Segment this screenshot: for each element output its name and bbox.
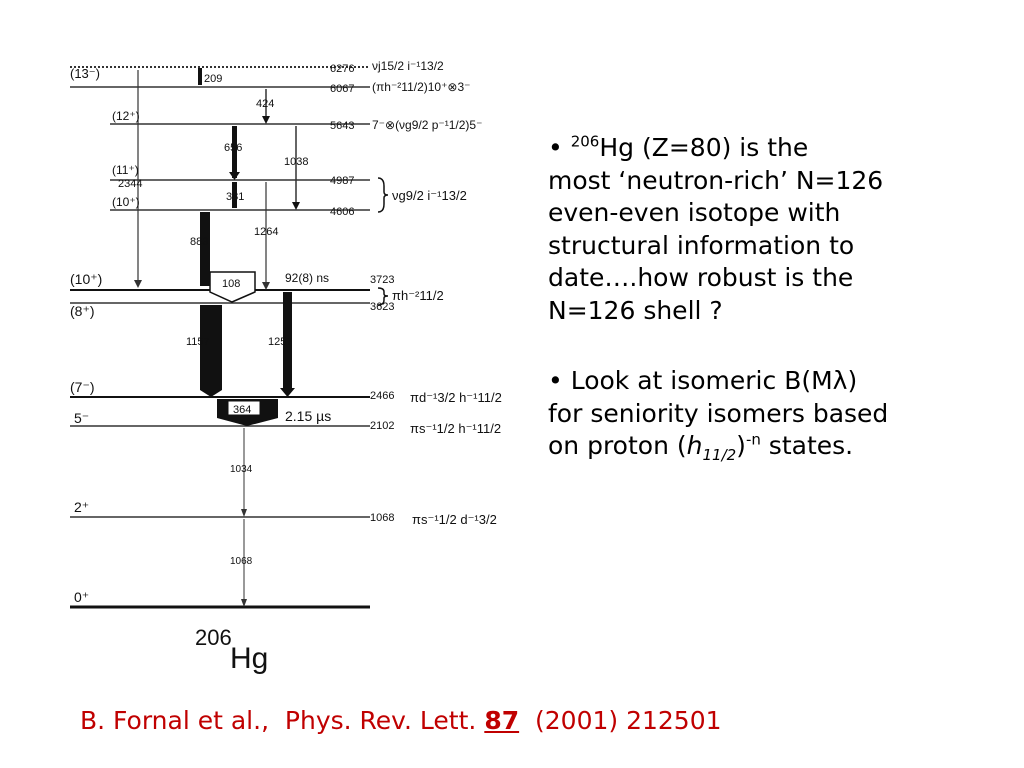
bullet-2-line-3-prefix: on proton ( xyxy=(548,431,687,460)
energy-label: 4987 xyxy=(330,175,354,187)
brace-mark xyxy=(377,287,389,306)
transition-label: 381 xyxy=(226,191,244,203)
config-label: 7⁻⊗(νg9/2 p⁻¹1/2)5⁻ xyxy=(372,118,482,132)
bullet-2-line-1: Look at isomeric B(Mλ) xyxy=(570,366,858,395)
bullet-2-line-3-suffix: states. xyxy=(760,431,854,460)
reference-citation: B. Fornal et al., Phys. Rev. Lett. 87 (2… xyxy=(80,706,722,735)
arrowhead xyxy=(262,282,270,290)
arrowhead xyxy=(262,116,270,124)
energy-label: 5643 xyxy=(330,120,354,132)
transition-label: 1264 xyxy=(254,226,278,238)
arrowhead xyxy=(134,280,142,288)
config-label: πh⁻²11/2 xyxy=(392,288,444,303)
transition-label: 656 xyxy=(224,142,242,154)
energy-label: 6276 xyxy=(330,63,354,75)
transition-label: 2344 xyxy=(118,178,142,190)
spin-label: 0⁺ xyxy=(74,589,89,605)
spin-label: (10⁺) xyxy=(70,271,102,287)
isomer-halflife-label: 2.15 µs xyxy=(285,408,331,424)
bullet-1-line-2: most ‘neutron-rich’ N=126 xyxy=(548,165,884,195)
reference-authors: B. Fornal et al., xyxy=(80,706,270,735)
arrowhead xyxy=(241,509,247,517)
spin-label: (12⁺) xyxy=(112,109,140,123)
transition-label: 1257 xyxy=(268,336,292,348)
transition-label: 1034 xyxy=(230,464,253,475)
spin-label: (13⁻) xyxy=(70,66,100,81)
transition-108-box xyxy=(209,271,256,303)
paren-close: ) xyxy=(736,431,746,460)
bullet-2-line-2: for seniority isomers based xyxy=(548,398,889,428)
bullet-1-line-1: Hg (Z=80) is the xyxy=(599,133,809,162)
spin-label: 2⁺ xyxy=(74,499,89,515)
nucleus-mass-number: 206 xyxy=(195,625,232,650)
transition-364-label-box xyxy=(227,400,261,416)
arrowhead xyxy=(280,388,295,397)
arrowhead xyxy=(229,172,240,180)
isomer-halflife-label: 92(8) ns xyxy=(285,271,329,285)
transition-label: 1157 xyxy=(186,336,210,348)
config-label: πs⁻¹1/2 h⁻¹11/2 xyxy=(410,421,501,436)
bullet-1-line-6: N=126 shell ? xyxy=(548,295,723,325)
config-label: νj15/2 i⁻¹13/2 xyxy=(372,59,444,73)
spin-label: (10⁺) xyxy=(112,195,140,209)
transition-883 xyxy=(200,212,210,286)
energy-label: 4606 xyxy=(330,206,354,218)
energy-label: 1068 xyxy=(370,512,394,524)
arrowhead xyxy=(292,202,300,210)
transition-label: 108 xyxy=(222,278,240,290)
spin-label: (11⁺) xyxy=(112,163,139,177)
energy-label: 2102 xyxy=(370,420,394,432)
orbital-subscript: 11/2 xyxy=(702,446,737,464)
config-label: νg9/2 i⁻¹13/2 xyxy=(392,188,467,203)
config-label: πd⁻¹3/2 h⁻¹11/2 xyxy=(410,390,502,405)
energy-label: 3723 xyxy=(370,274,394,286)
bullet-1-line-4: structural information to xyxy=(548,230,855,260)
energy-label: 3623 xyxy=(370,301,394,313)
transition-381 xyxy=(232,182,237,208)
reference-journal: Phys. Rev. Lett. xyxy=(284,706,477,735)
reference-volume: 87 xyxy=(484,706,520,735)
transition-label: 209 xyxy=(204,73,222,85)
config-label: (πh⁻²11/2)10⁺⊗3⁻ xyxy=(372,80,470,94)
transition-label: 883 xyxy=(190,236,208,248)
bullet-2: • Look at isomeric B(Mλ) for seniority i… xyxy=(548,366,889,464)
mass-number: 206 xyxy=(570,132,600,151)
bullet-1-line-5: date….how robust is the xyxy=(548,263,854,292)
transition-1157 xyxy=(200,305,222,397)
bullet-1: • 206Hg (Z=80) is the most ‘neutron-rich… xyxy=(548,132,884,325)
transition-label: 1038 xyxy=(284,156,308,168)
reference-details: (2001) 212501 xyxy=(535,706,722,735)
config-label: πs⁻¹1/2 d⁻¹3/2 xyxy=(412,512,497,527)
spin-label: 5⁻ xyxy=(74,410,89,426)
brace-mark xyxy=(377,177,389,213)
transition-656 xyxy=(232,126,237,178)
level-scheme-diagram: (13⁻) (12⁺) (11⁺) (10⁺) (10⁺) (8⁺) (7⁻) … xyxy=(70,59,502,675)
transition-label: 364 xyxy=(233,404,251,416)
energy-label: 2466 xyxy=(370,390,394,402)
transition-label: 424 xyxy=(256,98,274,110)
transition-209 xyxy=(198,68,202,85)
nucleus-symbol: Hg xyxy=(230,642,268,675)
orbital-symbol: h xyxy=(686,431,703,460)
transition-1257 xyxy=(283,292,292,389)
spin-label: (7⁻) xyxy=(70,379,95,395)
power: -n xyxy=(745,430,761,449)
energy-label: 6067 xyxy=(330,83,354,95)
bullet-1-line-3: even-even isotope with xyxy=(548,198,841,227)
arrowhead xyxy=(241,599,247,607)
spin-label: (8⁺) xyxy=(70,303,95,319)
bullet-text-block: • 206Hg (Z=80) is the most ‘neutron-rich… xyxy=(548,132,1018,501)
transition-label: 1068 xyxy=(230,556,253,567)
